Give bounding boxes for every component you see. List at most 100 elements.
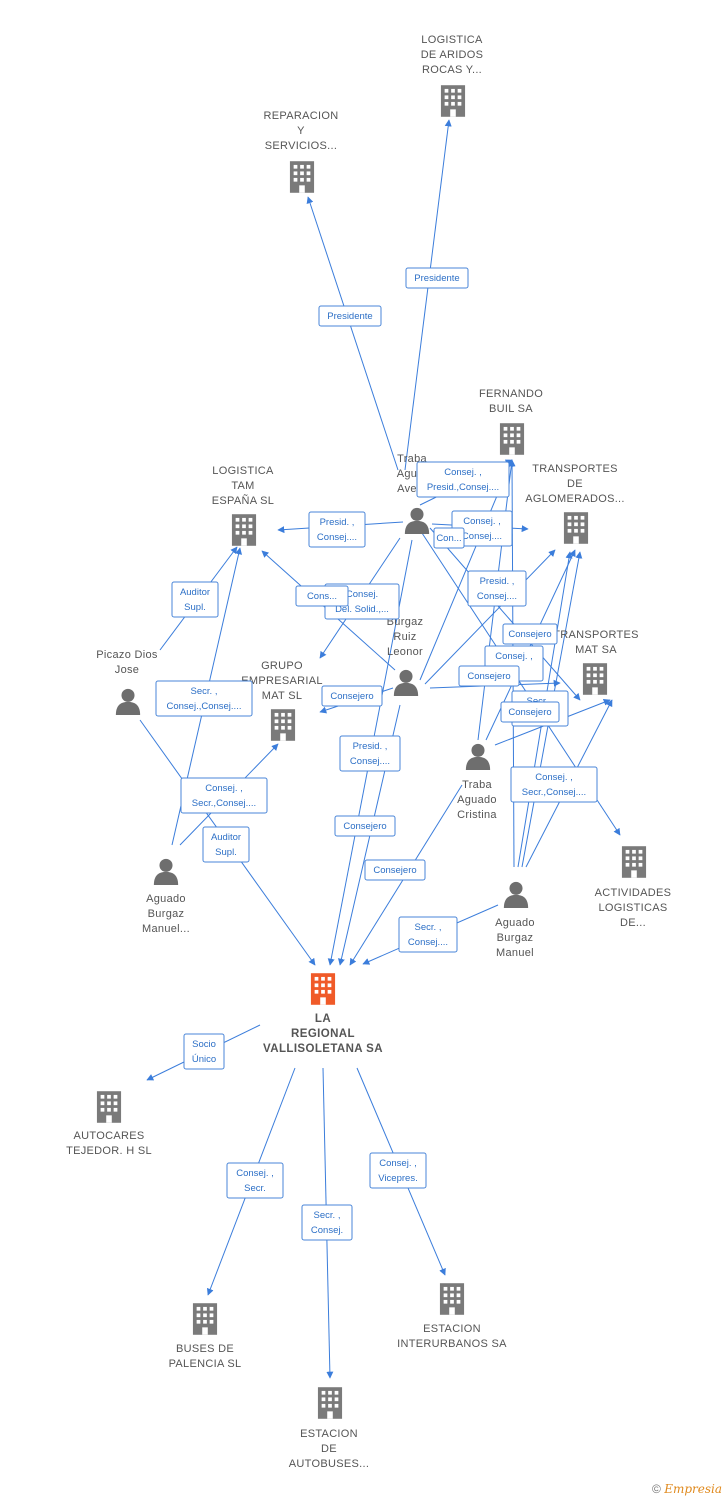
node-label-line: TAM bbox=[231, 480, 254, 492]
relation-label[interactable]: Presid. , Consej.... bbox=[467, 570, 527, 607]
node-aguado-manuel-left[interactable]: AguadoBurgazManuel... bbox=[142, 858, 190, 935]
relation-text: Consej. bbox=[346, 589, 378, 600]
relation-text: Socio bbox=[192, 1039, 216, 1050]
node-label-line: MAT SA bbox=[575, 644, 617, 656]
relation-box bbox=[398, 916, 458, 953]
relation-label[interactable]: Presid. ,Consej.... bbox=[339, 735, 401, 772]
relation-label[interactable]: Consej. ,Secr.,Consej.... bbox=[510, 766, 598, 803]
relation-text: Consej. bbox=[311, 1225, 343, 1236]
relation-label[interactable]: Presid. ,Consej.... bbox=[308, 511, 366, 548]
relation-text: Consejero bbox=[467, 671, 510, 682]
node-reparacion[interactable]: REPARACIONYSERVICIOS... bbox=[264, 110, 339, 193]
relation-text: Consej.... bbox=[408, 937, 448, 948]
relation-label[interactable]: Con... bbox=[433, 527, 465, 549]
relation-label[interactable]: Presidente bbox=[405, 267, 469, 289]
node-label-line: ACTIVIDADES bbox=[595, 887, 672, 899]
relation-box bbox=[334, 815, 396, 837]
building-icon bbox=[499, 423, 525, 455]
node-label-line: INTERURBANOS SA bbox=[397, 1338, 507, 1350]
relation-label[interactable]: Consejero bbox=[321, 685, 383, 707]
relation-text: Secr. , bbox=[415, 922, 442, 933]
node-label-line: Burgaz bbox=[497, 932, 534, 944]
node-label-line: Manuel... bbox=[142, 923, 190, 935]
node-label-line: Burgaz bbox=[148, 908, 185, 920]
node-label-line: Ruiz bbox=[393, 631, 416, 643]
edge bbox=[306, 196, 399, 471]
edge bbox=[429, 527, 581, 701]
relation-label[interactable]: Consejero bbox=[458, 665, 520, 687]
person-icon bbox=[404, 507, 430, 534]
relation-label[interactable]: Consej. ,Vicepres. bbox=[369, 1152, 427, 1189]
relation-label[interactable]: Consej. ,Secr. bbox=[226, 1162, 284, 1199]
relation-label[interactable]: Consej. ,Presid.,Consej.... bbox=[416, 461, 510, 498]
relation-text: Del. Solid.,... bbox=[335, 604, 389, 615]
node-estacion-autobuses[interactable]: ESTACIONDEAUTOBUSES... bbox=[289, 1387, 369, 1470]
node-label-line: ESPAÑA SL bbox=[212, 494, 274, 507]
relation-label[interactable]: Consej. ,Secr.,Consej.... bbox=[180, 777, 268, 814]
relation-text: Consej. , bbox=[444, 467, 482, 478]
node-actividades[interactable]: ACTIVIDADESLOGISTICASDE... bbox=[595, 846, 672, 929]
relation-label[interactable]: Secr. ,Consej.,Consej.... bbox=[155, 680, 253, 717]
node-label-line: LOGISTICAS bbox=[598, 902, 667, 914]
relation-label[interactable]: Consejero bbox=[500, 701, 560, 723]
relation-box bbox=[295, 585, 349, 607]
node-label-line: PALENCIA SL bbox=[169, 1358, 242, 1370]
relation-box bbox=[226, 1162, 284, 1199]
relation-label[interactable]: Cons... bbox=[295, 585, 349, 607]
node-label-line: DE bbox=[567, 478, 583, 490]
node-label-line: REGIONAL bbox=[291, 1028, 355, 1040]
node-label-line: Cristina bbox=[457, 809, 497, 821]
node-label-line: Y bbox=[297, 125, 305, 137]
brand-logo[interactable]: Empresia bbox=[664, 1482, 722, 1496]
relation-text: Consej.... bbox=[462, 531, 502, 542]
node-label-line: Jose bbox=[115, 664, 139, 676]
relation-label[interactable]: Secr. , Consej.... bbox=[398, 916, 458, 953]
relation-text: Vicepres. bbox=[378, 1173, 417, 1184]
relation-label[interactable]: Secr. , Consej. bbox=[301, 1204, 353, 1241]
node-estacion-interurbanos[interactable]: ESTACION INTERURBANOS SA bbox=[397, 1283, 507, 1350]
relation-box bbox=[364, 859, 426, 881]
relation-text: Presid. , bbox=[480, 576, 515, 587]
relation-text: Secr. , bbox=[314, 1210, 341, 1221]
relation-text: Presidente bbox=[414, 273, 459, 284]
relation-label[interactable]: Consejero bbox=[334, 815, 396, 837]
relation-label[interactable]: Consejero bbox=[364, 859, 426, 881]
relation-box bbox=[180, 777, 268, 814]
node-label-line: SERVICIOS... bbox=[265, 140, 337, 152]
node-transportes-aglom[interactable]: TRANSPORTESDEAGLOMERADOS... bbox=[525, 463, 625, 544]
relation-box bbox=[171, 581, 219, 618]
relation-label[interactable]: Consejero bbox=[502, 623, 558, 645]
relation-text: Cons... bbox=[307, 591, 337, 602]
node-label-line: BUIL SA bbox=[489, 403, 533, 415]
building-icon bbox=[439, 1283, 465, 1315]
relation-box bbox=[301, 1204, 353, 1241]
node-label-line: LA bbox=[315, 1013, 331, 1025]
building-icon bbox=[440, 85, 466, 117]
building-icon bbox=[289, 161, 315, 193]
node-label-line: LOGISTICA bbox=[421, 34, 483, 46]
node-label-line: Aguado bbox=[495, 917, 535, 929]
node-label-line: ESTACION bbox=[300, 1428, 358, 1440]
node-logistica-tam[interactable]: LOGISTICA TAM ESPAÑA SL bbox=[212, 465, 274, 546]
relation-label[interactable]: Presidente bbox=[318, 305, 382, 327]
relation-text: Consejero bbox=[343, 821, 386, 832]
building-icon bbox=[582, 663, 608, 695]
node-label-line: Picazo Dios bbox=[96, 649, 158, 661]
relation-text: Consej.... bbox=[477, 591, 517, 602]
node-label-line: LOGISTICA bbox=[212, 465, 274, 477]
node-label-line: ESTACION bbox=[423, 1323, 481, 1335]
